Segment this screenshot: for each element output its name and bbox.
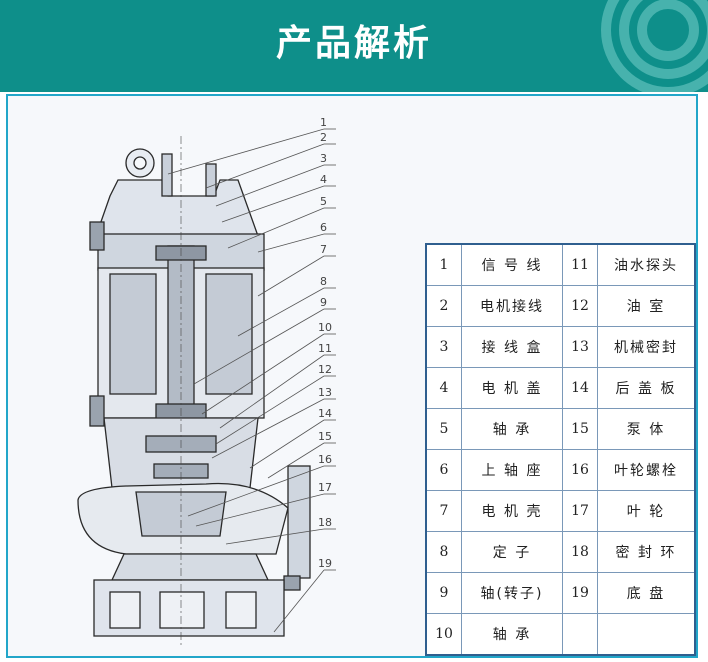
part-number: 1 xyxy=(425,243,462,286)
part-number: 16 xyxy=(562,449,598,491)
callout-label: 16 xyxy=(318,453,332,466)
part-name: 信 号 线 xyxy=(461,243,563,286)
part-number: 18 xyxy=(562,531,598,573)
part-number: 12 xyxy=(562,285,598,327)
callout-label: 2 xyxy=(320,131,327,144)
part-name: 定 子 xyxy=(461,531,563,573)
table-row: 7 电 机 壳 17 叶 轮 xyxy=(425,490,696,532)
table-row: 1 信 号 线 11 油水探头 xyxy=(425,243,696,286)
part-name: 电 机 盖 xyxy=(461,367,563,409)
callout-label: 18 xyxy=(318,516,332,529)
part-name: 轴(转子) xyxy=(461,572,563,614)
callout-label: 5 xyxy=(320,195,327,208)
table-row: 2 电机接线 12 油 室 xyxy=(425,285,696,327)
table-row: 8 定 子 18 密 封 环 xyxy=(425,531,696,573)
callout-label: 6 xyxy=(320,221,327,234)
pump-cross-section-diagram: 1 2 3 4 5 6 7 8 9 10 11 12 13 14 15 16 1… xyxy=(77,116,336,646)
table-row: 5 轴 承 15 泵 体 xyxy=(425,408,696,450)
callout-label: 13 xyxy=(318,386,332,399)
part-name: 叶轮螺栓 xyxy=(597,449,696,491)
part-number: 6 xyxy=(425,449,462,491)
part-number: 4 xyxy=(425,367,462,409)
part-number: 17 xyxy=(562,490,598,532)
callout-label: 11 xyxy=(318,342,332,355)
part-number: 19 xyxy=(562,572,598,614)
part-name: 密 封 环 xyxy=(597,531,696,573)
part-name: 电 机 壳 xyxy=(461,490,563,532)
part-name: 油水探头 xyxy=(597,243,696,286)
part-number: 2 xyxy=(425,285,462,327)
callout-label: 17 xyxy=(318,481,332,494)
part-number: 3 xyxy=(425,326,462,368)
swirl-logo-icon xyxy=(601,0,708,92)
part-name: 泵 体 xyxy=(597,408,696,450)
table-row: 6 上 轴 座 16 叶轮螺栓 xyxy=(425,449,696,491)
part-name: 后 盖 板 xyxy=(597,367,696,409)
part-number: 10 xyxy=(425,613,462,656)
callout-label: 4 xyxy=(320,173,327,186)
part-number: 5 xyxy=(425,408,462,450)
part-number: 8 xyxy=(425,531,462,573)
part-name: 轴 承 xyxy=(461,408,563,450)
part-name: 油 室 xyxy=(597,285,696,327)
part-number: 9 xyxy=(425,572,462,614)
part-name: 机械密封 xyxy=(597,326,696,368)
part-name: 叶 轮 xyxy=(597,490,696,532)
empty-cell xyxy=(597,613,696,656)
table-row: 9 轴(转子) 19 底 盘 xyxy=(425,572,696,614)
part-name: 上 轴 座 xyxy=(461,449,563,491)
callout-label: 9 xyxy=(320,296,327,309)
parts-table: 1 信 号 线 11 油水探头 2 电机接线 12 油 室 3 接 线 盒 13… xyxy=(425,243,696,656)
callout-label: 12 xyxy=(318,363,332,376)
table-row: 3 接 线 盒 13 机械密封 xyxy=(425,326,696,368)
part-number: 15 xyxy=(562,408,598,450)
part-number: 7 xyxy=(425,490,462,532)
part-name: 接 线 盒 xyxy=(461,326,563,368)
callout-label: 14 xyxy=(318,407,332,420)
part-number: 13 xyxy=(562,326,598,368)
page-title: 产品解析 xyxy=(275,23,432,64)
callout-label: 15 xyxy=(318,430,332,443)
part-number: 11 xyxy=(562,243,598,286)
callout-label: 10 xyxy=(318,321,332,334)
part-number: 14 xyxy=(562,367,598,409)
part-name: 电机接线 xyxy=(461,285,563,327)
empty-cell xyxy=(562,613,598,656)
callout-label: 1 xyxy=(320,116,327,129)
callout-label: 3 xyxy=(320,152,327,165)
table-row: 10 轴 承 xyxy=(425,613,696,656)
table-row: 4 电 机 盖 14 后 盖 板 xyxy=(425,367,696,409)
callout-label: 8 xyxy=(320,275,327,288)
callout-label: 19 xyxy=(318,557,332,570)
header-banner: 产品解析 xyxy=(0,0,708,92)
part-name: 底 盘 xyxy=(597,572,696,614)
part-name: 轴 承 xyxy=(461,613,563,656)
callout-label: 7 xyxy=(320,243,327,256)
